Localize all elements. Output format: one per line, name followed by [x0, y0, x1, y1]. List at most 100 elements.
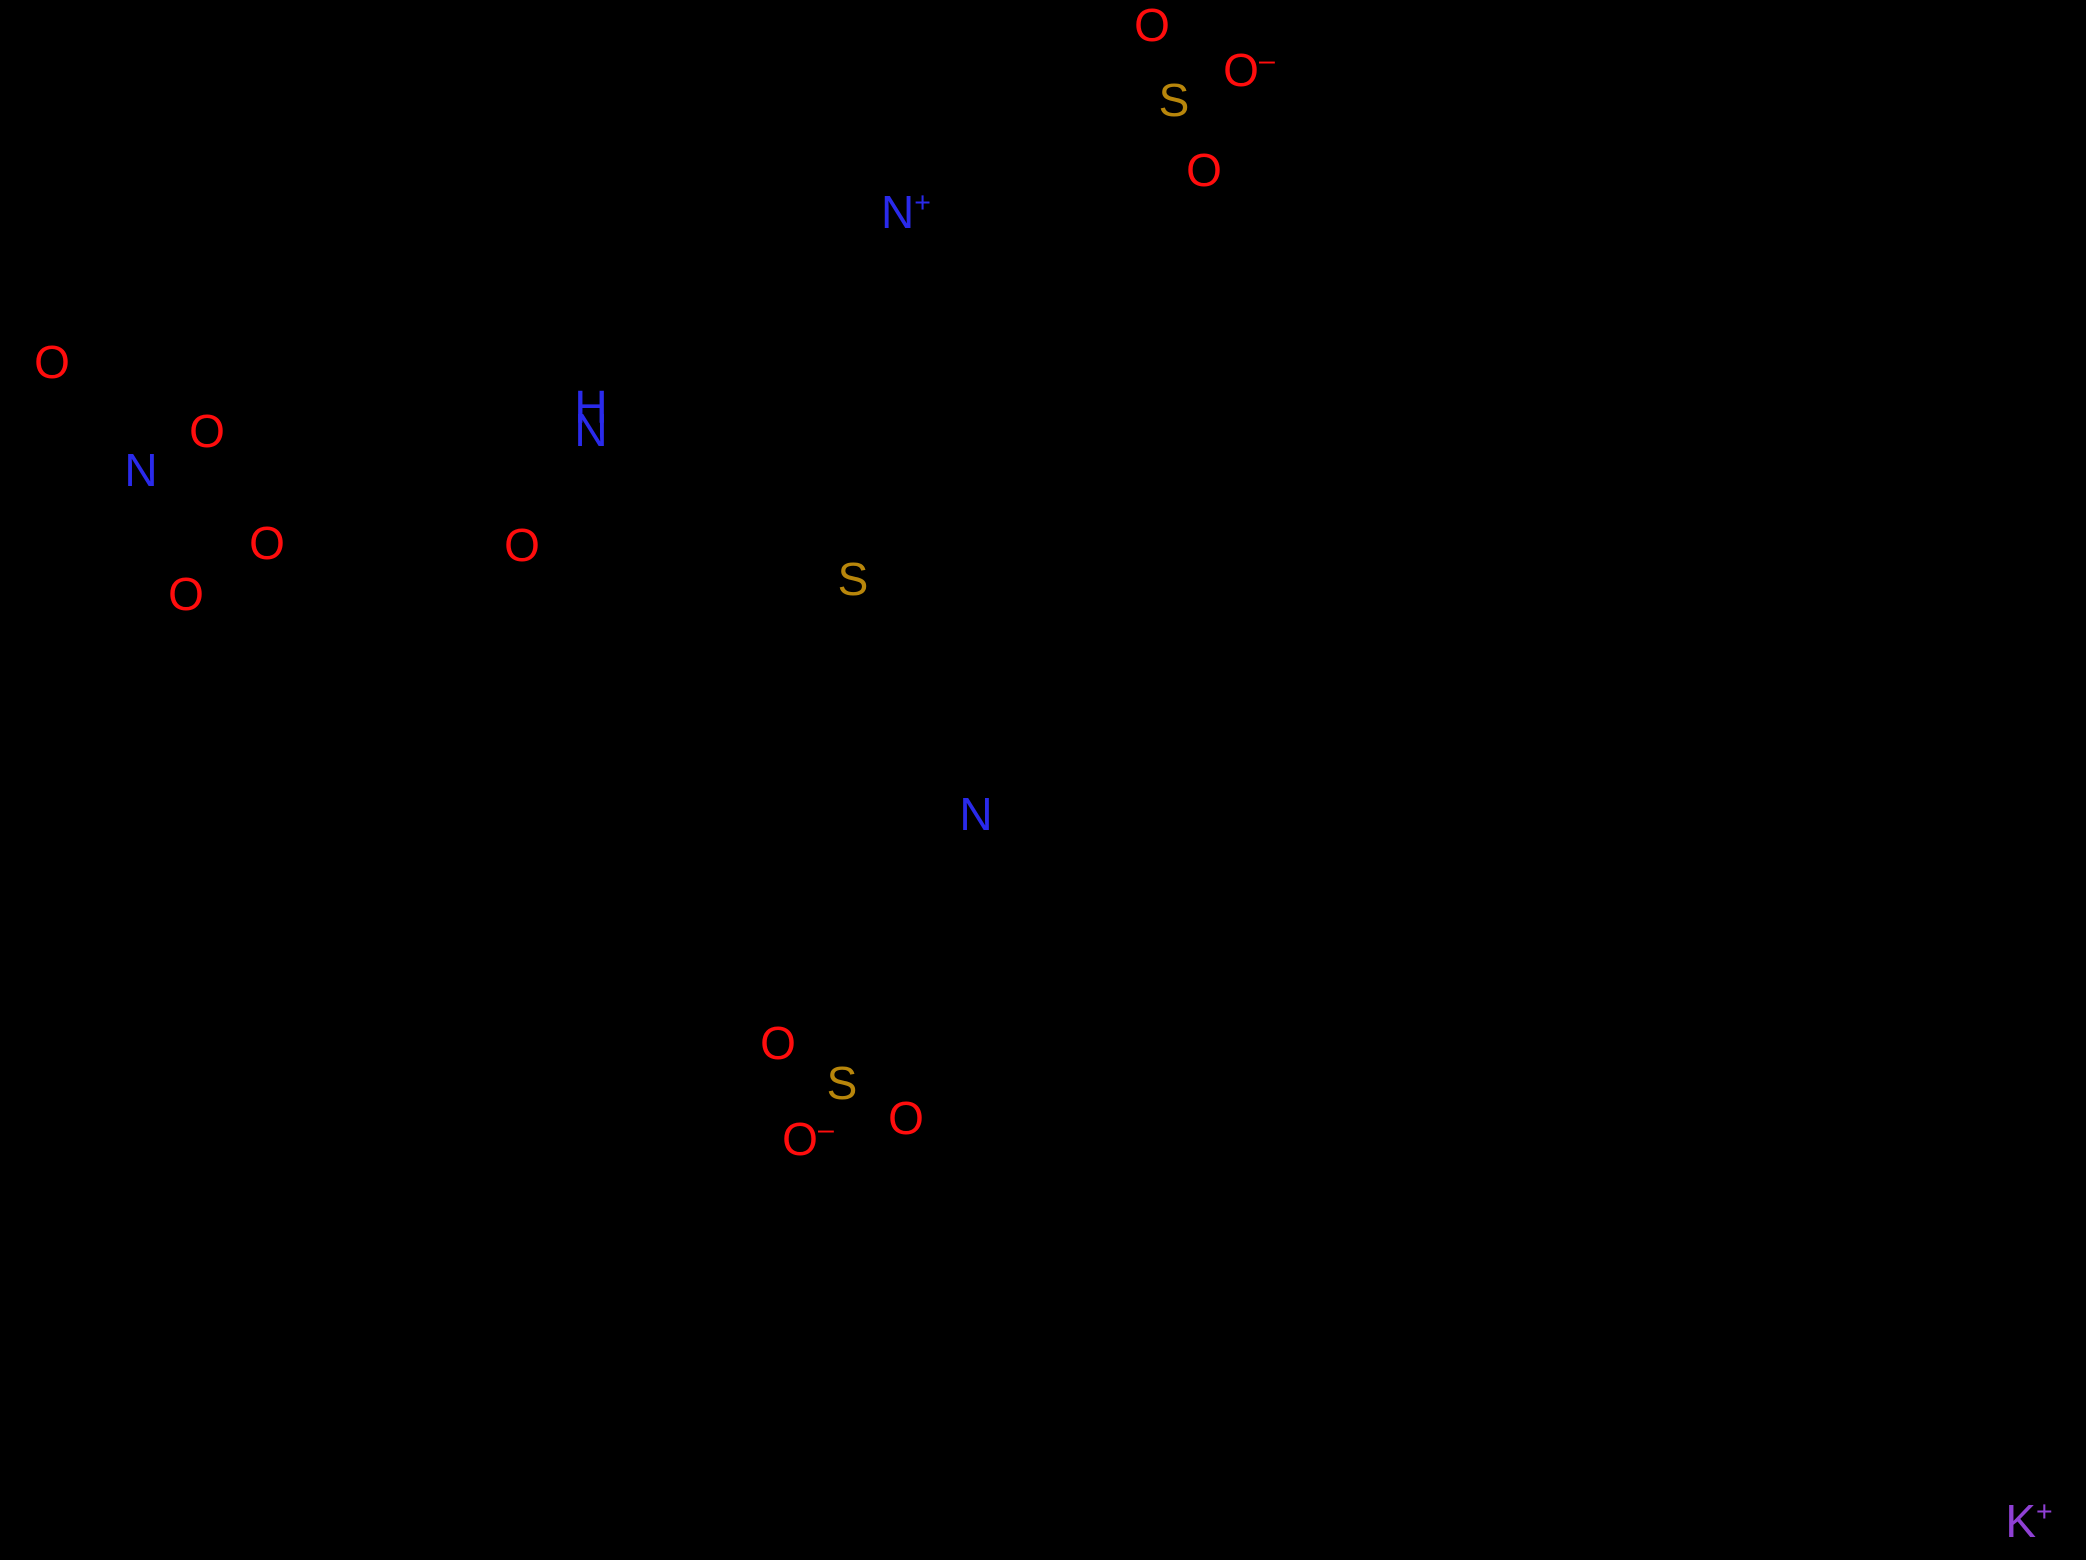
atom-label-S-top-sulfo: S — [1159, 77, 1190, 123]
bond-s-ominus — [1197, 85, 1227, 102]
bond-to-n-indoline — [921, 741, 965, 795]
bond-methyl-a — [805, 273, 871, 315]
bond-amide-n-right — [601, 425, 693, 459]
bond-ring-r2 — [1057, 203, 1065, 283]
atom-symbol: S — [826, 1057, 858, 1109]
bond-nhs-co-top-1 — [49, 389, 61, 431]
bond-bs-o-b1 — [859, 1093, 887, 1111]
atom-label-O-top-sulfo-minus: O– — [1223, 44, 1275, 97]
atom-symbol: O — [760, 1017, 796, 1069]
atom-label-N-plus-indoleninium: N+ — [881, 186, 931, 239]
bond-backbone-3 — [823, 449, 858, 523]
bond-ring-r5 — [921, 233, 937, 283]
bond-chain-1 — [985, 101, 1061, 149]
bond-amide-co-2 — [537, 509, 547, 531]
atom-label-N-amide-H: H — [574, 384, 607, 430]
atom-label-O-top-sulfo-a: O — [1134, 2, 1170, 48]
bond-esterO-c — [197, 485, 251, 533]
bond-bs-o-b2 — [852, 1107, 880, 1125]
bond-nhs-co-2 — [201, 495, 213, 573]
atom-label-N-nhs: N — [124, 447, 157, 493]
atom-symbol: O — [782, 1113, 818, 1166]
bond-backbone-1 — [687, 417, 763, 459]
bond-s-o-double-a2 — [1160, 42, 1190, 71]
atom-label-O-nhs-bottom: O — [168, 571, 204, 617]
bond-s-lower-2 — [859, 681, 927, 747]
bond-nhs-co-top-2 — [65, 387, 77, 429]
bond-ind-2 — [877, 895, 949, 935]
bond-s-o-double-b2 — [1195, 116, 1214, 146]
atom-symbol: N — [959, 788, 993, 840]
bond-nhs-n-c2 — [61, 425, 125, 465]
atom-symbol: O — [504, 519, 540, 571]
atom-symbol: N — [124, 444, 158, 496]
bond-s-o-double-a1 — [1143, 60, 1173, 89]
bond-nhs-ring-c — [57, 497, 145, 551]
atom-label-N-amide: N — [574, 407, 607, 453]
bond-ring-r4 — [931, 277, 999, 321]
atom-label-S-thioether: S — [838, 556, 869, 602]
bond-poly-1 — [843, 309, 871, 379]
atom-symbol: O — [189, 405, 225, 457]
bond-bs-o-a1 — [799, 1053, 827, 1071]
atom-label-O-ester-link: O — [249, 520, 285, 566]
bond-poly-2b — [859, 375, 869, 445]
atom-label-O-bot-sulfo-b: O — [888, 1095, 924, 1141]
bond-quatC — [865, 277, 937, 315]
atom-label-O-amide-carbonyl: O — [504, 522, 540, 568]
atom-label-K-cation: K+ — [2005, 1495, 2053, 1548]
bond-amide-n-c — [531, 445, 575, 509]
bond-s-o-double-b1 — [1176, 125, 1195, 155]
bond-amide-co-1 — [521, 505, 531, 527]
atom-symbol: O — [34, 336, 70, 388]
bond-bs-o-a2 — [792, 1067, 820, 1085]
bond-nhs-c-n — [159, 459, 203, 491]
atom-label-N-indoline: N — [959, 791, 992, 837]
atom-label-O-nhs-top: O — [34, 339, 70, 385]
bond-chain-aryl-2 — [353, 465, 449, 507]
atom-label-O-top-sulfo-b: O — [1186, 147, 1222, 193]
atom-label-S-bot-sulfo: S — [827, 1060, 858, 1106]
bond-methyl-b — [809, 309, 871, 351]
bond-nhs-ring-a — [15, 425, 67, 489]
atom-symbol: S — [1158, 74, 1190, 126]
bond-c-to-s-bottom — [859, 999, 869, 1063]
bond-chain-aryl-1 — [443, 465, 537, 509]
bond-poly-3 — [847, 441, 858, 555]
bond-nplus-ring-a — [929, 165, 1003, 199]
bond-nhs-ring-b — [15, 483, 63, 551]
atom-charge: + — [2036, 1495, 2053, 1528]
atom-symbol: O — [249, 517, 285, 569]
bond-s-c-chain — [1055, 111, 1155, 149]
atom-symbol: N — [574, 404, 608, 456]
bond-ring-r3b — [995, 285, 1055, 313]
bond-ring-r1 — [997, 165, 1065, 209]
atom-symbol: O — [168, 568, 204, 620]
bond-nhs-co-1 — [185, 493, 197, 571]
atom-symbol: N — [881, 186, 915, 239]
bond-ring-r2b — [1047, 213, 1055, 275]
bond-chain-to-nplus — [928, 149, 969, 195]
atom-symbol: O — [888, 1092, 924, 1144]
bond-ind-1 — [943, 835, 993, 901]
atom-symbol: O — [1134, 0, 1170, 51]
bond-chain-2 — [963, 101, 991, 155]
atom-label-O-nhs-ester: O — [189, 408, 225, 454]
atom-charge: – — [817, 1113, 834, 1146]
bond-s-lower-1 — [855, 603, 865, 687]
atom-charge: + — [914, 186, 931, 219]
atom-label-O-bot-sulfo-minus: O– — [782, 1113, 834, 1166]
atom-charge: – — [1258, 44, 1275, 77]
bond-chain-to-esterO — [285, 501, 359, 541]
atom-symbol: O — [1223, 44, 1259, 97]
atom-symbol: O — [1186, 144, 1222, 196]
bond-ind-3 — [863, 929, 883, 1005]
bond-bs-ominus — [821, 1101, 841, 1125]
bond-backbone-2 — [757, 417, 829, 455]
atom-symbol: S — [837, 553, 869, 605]
atom-label-O-bot-sulfo-a: O — [760, 1020, 796, 1066]
atom-symbol: K — [2005, 1495, 2037, 1548]
atom-symbol: H — [574, 381, 608, 433]
